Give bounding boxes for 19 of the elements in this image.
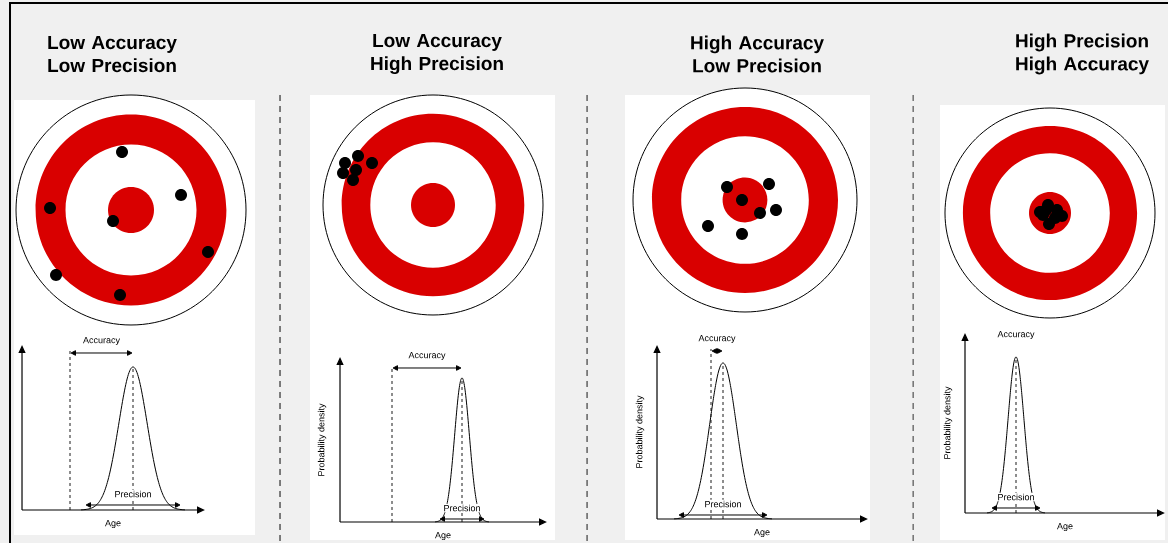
axis-label: Probability density	[317, 403, 327, 476]
panel-heading: High Accuracy Low Precision	[691, 35, 824, 73]
panel-heading: High Precision High Accuracy	[1016, 33, 1149, 75]
axis-label: Accuracy	[82, 335, 121, 347]
panel-heading: Low Accuracy Low Precision	[48, 35, 177, 73]
panel-heading: Low Accuracy High Precision	[371, 33, 503, 75]
axis-label: Accuracy	[407, 350, 447, 361]
axis-label: Precision	[996, 492, 1036, 502]
axis-label: Accuracy	[996, 329, 1036, 340]
axis-label: Precision	[442, 503, 482, 513]
axis-label: Age	[1057, 522, 1073, 531]
axis-label: Accuracy	[697, 333, 737, 344]
axis-label: Age	[435, 531, 451, 540]
axis-label: Probability density	[635, 395, 645, 468]
axis-label: Probability density	[943, 386, 953, 459]
axis-label: Precision	[113, 489, 153, 499]
axis-label: Precision	[703, 499, 743, 509]
axis-label: Age	[105, 519, 121, 528]
axis-label: Age	[754, 528, 770, 537]
